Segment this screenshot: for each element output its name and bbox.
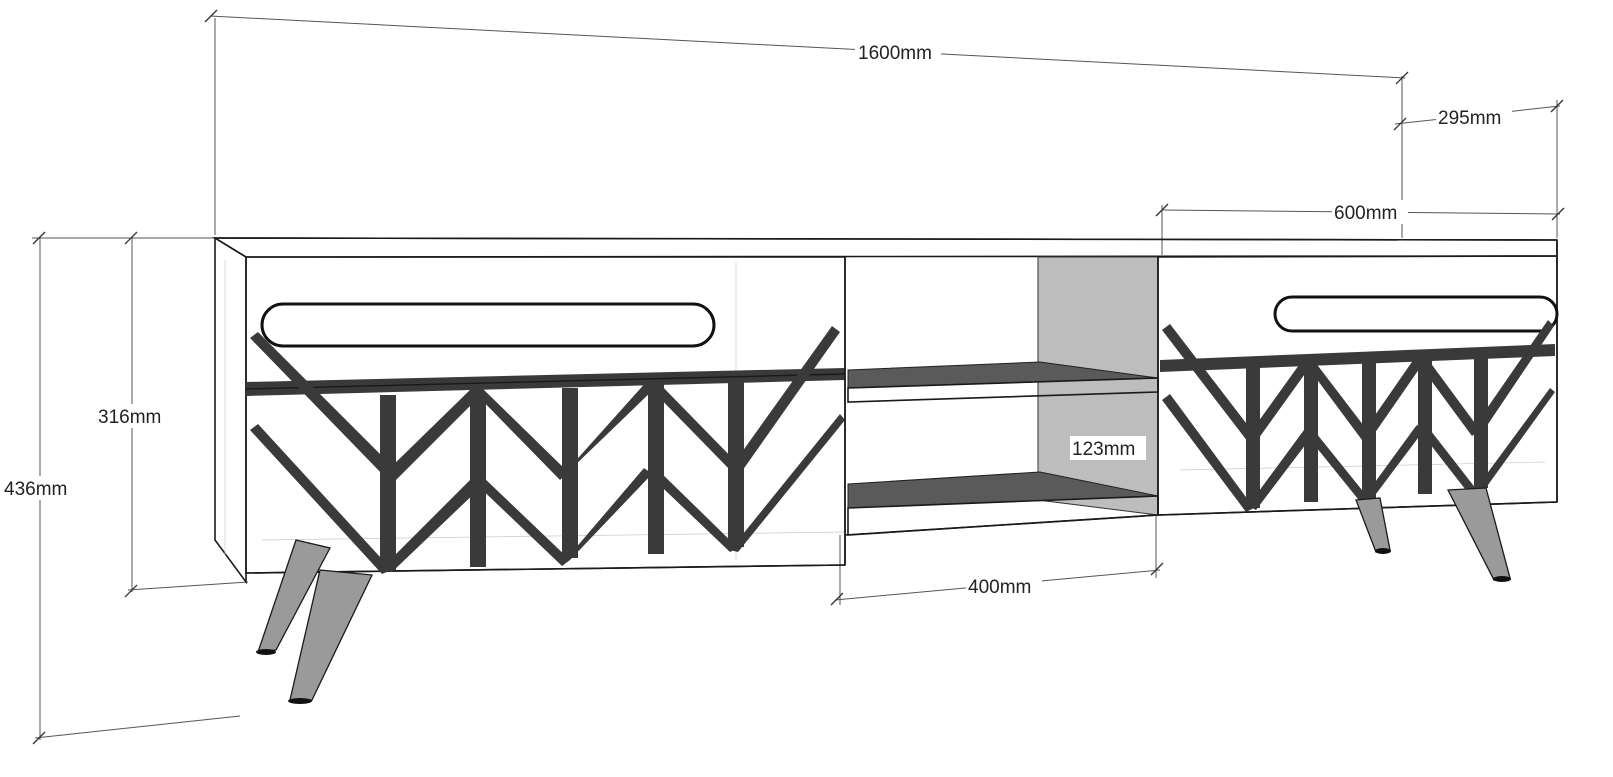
right-drawer [1157, 255, 1559, 516]
dimension-labels: 1600mm 295mm 600mm 316mm 436mm 123mm 400… [2, 40, 1512, 598]
depth-label: 295mm [1438, 108, 1501, 129]
open-width-label: 400mm [968, 577, 1031, 598]
shelf-spacing-label: 123mm [1072, 439, 1135, 460]
right-drawer-handle [1273, 295, 1559, 333]
back-left-leg [257, 539, 331, 653]
cabinet-body [212, 236, 1558, 585]
left-drawer [245, 256, 846, 574]
total-height-label: 436mm [4, 479, 67, 500]
open-shelf-section [844, 256, 1159, 565]
back-right-leg [1355, 497, 1391, 553]
width-label: 1600mm [858, 43, 932, 64]
body-height-label: 316mm [98, 407, 161, 428]
front-left-leg [289, 569, 373, 701]
drawer-width-label: 600mm [1334, 203, 1397, 224]
front-right-leg [1446, 487, 1511, 581]
legs [256, 487, 1511, 704]
left-drawer-handle [260, 302, 716, 348]
